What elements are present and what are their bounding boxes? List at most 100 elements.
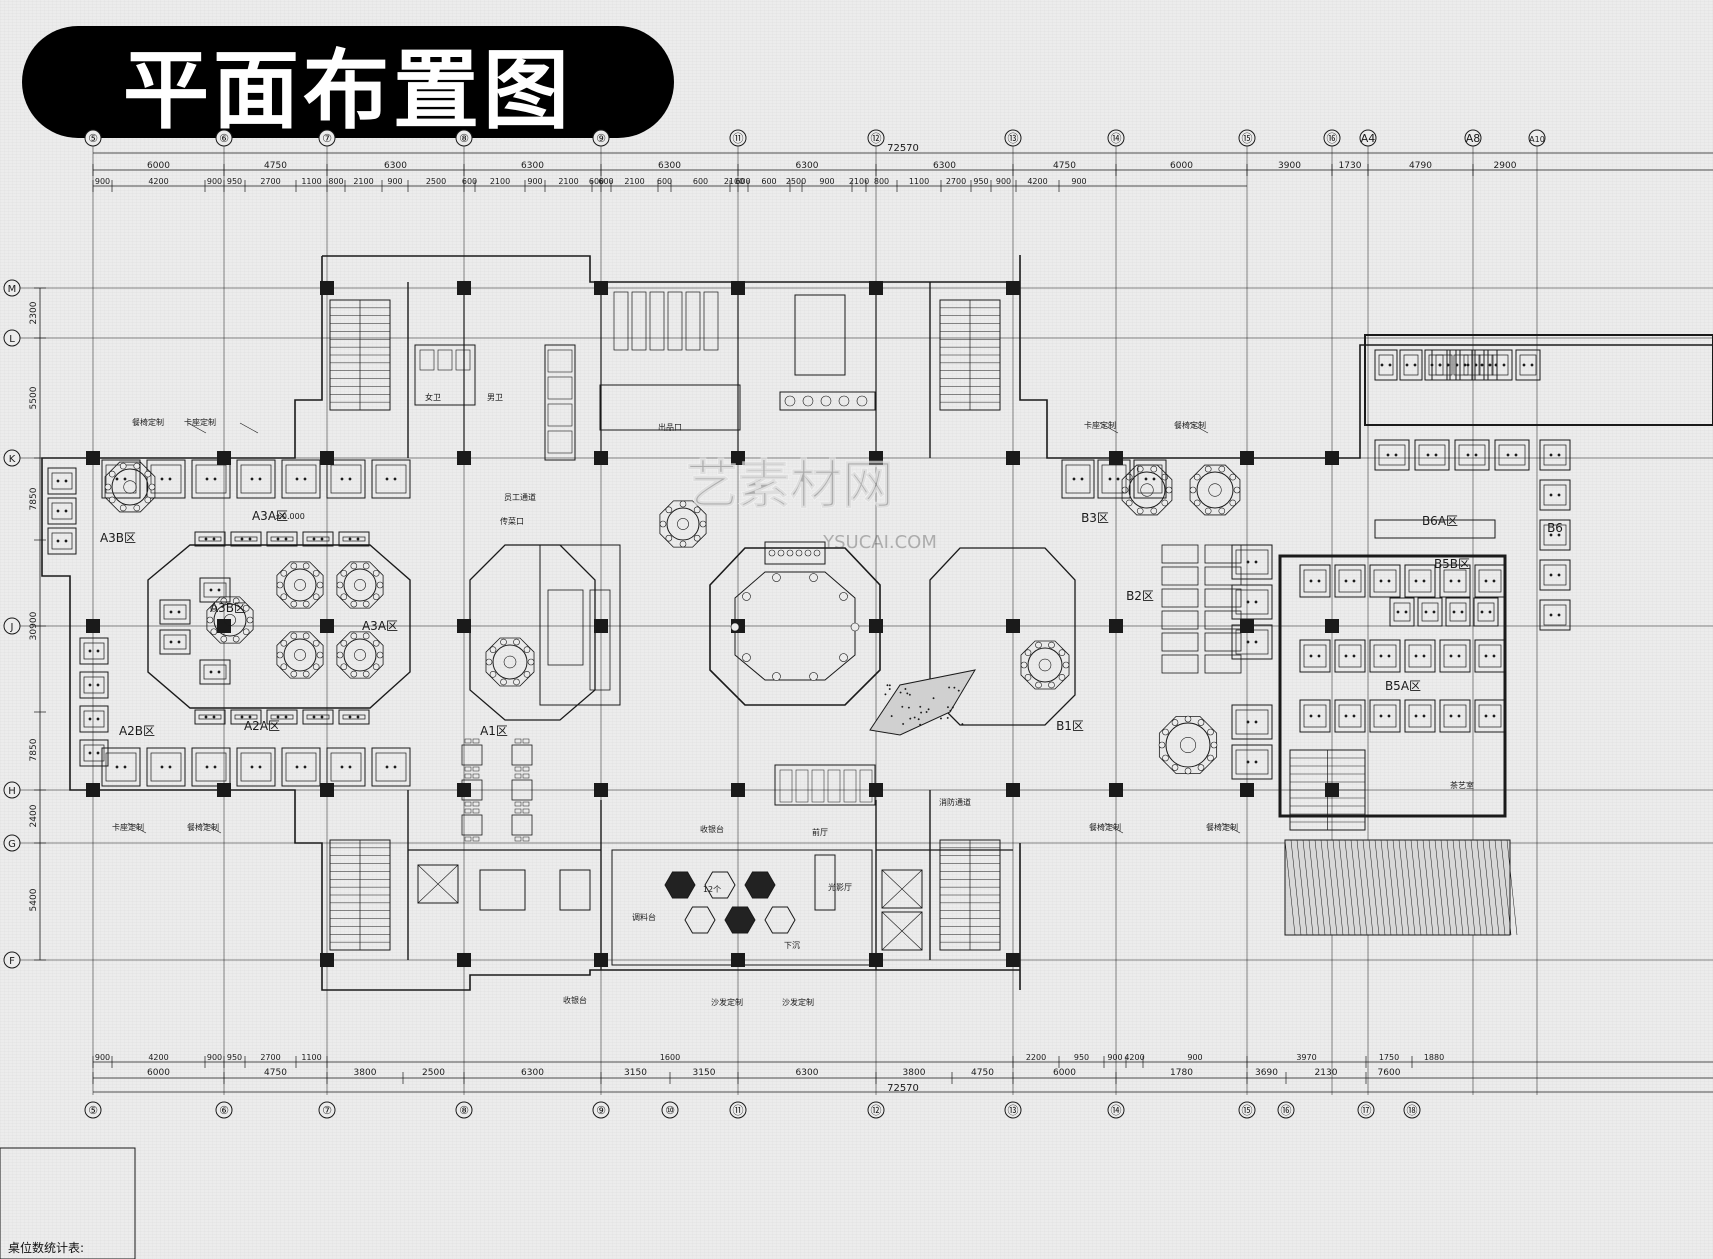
axis-label: A10 xyxy=(1529,135,1545,144)
chair xyxy=(363,563,369,569)
table-dot xyxy=(213,538,215,540)
booth-table xyxy=(151,465,181,493)
table-dot xyxy=(1485,580,1487,582)
booth-table xyxy=(307,715,329,719)
axis-label: ⑫ xyxy=(871,1104,882,1117)
table-dot xyxy=(1310,715,1312,717)
display-counter xyxy=(765,542,825,564)
long-table xyxy=(1162,633,1198,651)
table-dot xyxy=(213,716,215,718)
annotation-text: 下沉 xyxy=(784,941,800,950)
chair xyxy=(149,484,155,490)
dim-text: 7600 xyxy=(1378,1068,1401,1078)
display-item xyxy=(787,550,793,556)
round-table xyxy=(493,645,527,679)
table-dot xyxy=(1493,655,1495,657)
booth-table xyxy=(1374,570,1396,592)
toilet-stall xyxy=(548,404,572,426)
stone-dot xyxy=(887,684,889,686)
table-dot xyxy=(357,716,359,718)
dim-text: 3150 xyxy=(624,1068,647,1078)
table-dot xyxy=(1318,715,1320,717)
square-table xyxy=(512,745,532,765)
axis-label: ⑱ xyxy=(1407,1104,1418,1117)
chair xyxy=(1194,474,1200,480)
zone-label: B3区 xyxy=(1081,511,1109,525)
booth-seat xyxy=(147,460,185,498)
booth-seat xyxy=(1495,440,1529,470)
booth-table xyxy=(1444,570,1466,592)
dim-text: 4750 xyxy=(264,161,287,171)
booth-seat xyxy=(282,748,320,786)
bar-stool xyxy=(840,592,848,600)
chair xyxy=(337,582,343,588)
dim-text: 3150 xyxy=(693,1068,716,1078)
table-dot xyxy=(1423,655,1425,657)
stone-dot xyxy=(902,706,904,708)
table-dot xyxy=(178,611,180,613)
structural-column xyxy=(217,451,231,465)
chair xyxy=(501,639,507,645)
chair xyxy=(221,636,227,642)
stove-burner xyxy=(839,396,849,406)
table-dot xyxy=(170,641,172,643)
seat-stat-label: 桌位数统计表: xyxy=(8,1239,84,1256)
chair xyxy=(501,679,507,685)
table-dot xyxy=(1318,655,1320,657)
dim-text: 3800 xyxy=(903,1068,926,1078)
booth-table xyxy=(84,711,104,727)
bar-stool xyxy=(742,592,750,600)
table-dot xyxy=(386,478,388,480)
table-dot xyxy=(1439,364,1441,366)
hex-table xyxy=(665,872,695,898)
booth-table xyxy=(1236,710,1268,734)
table-dot xyxy=(349,538,351,540)
booth-seat xyxy=(237,748,275,786)
round-table xyxy=(284,569,316,601)
dim-text: 2400 xyxy=(29,804,39,827)
table-dot xyxy=(178,641,180,643)
table-dot xyxy=(341,766,343,768)
overall-dimension: 72570 xyxy=(887,143,919,154)
table-dot xyxy=(285,716,287,718)
chair xyxy=(515,809,521,813)
booth-table xyxy=(1544,565,1566,585)
table-dot xyxy=(116,766,118,768)
chair xyxy=(1172,719,1178,725)
booth-seat xyxy=(1455,440,1489,470)
table-dot xyxy=(1153,478,1155,480)
table-dot xyxy=(1389,364,1391,366)
booth-table xyxy=(164,605,186,619)
booth-table xyxy=(1339,645,1361,667)
table-dot xyxy=(1550,494,1552,496)
chair xyxy=(1198,765,1204,771)
chair xyxy=(303,601,309,607)
axis-label: ⑨ xyxy=(596,1104,606,1117)
table-dot xyxy=(1388,655,1390,657)
stone-dot xyxy=(919,724,921,726)
chair xyxy=(523,739,529,743)
chair xyxy=(1219,466,1225,472)
booth-table xyxy=(1450,603,1466,621)
chair xyxy=(1021,662,1027,668)
chair xyxy=(465,837,471,841)
chair xyxy=(207,617,213,623)
chair xyxy=(211,629,217,635)
table-dot xyxy=(1117,478,1119,480)
dim-text: 6300 xyxy=(933,161,956,171)
axis-label: ⑰ xyxy=(1361,1104,1372,1117)
axis-label: ⑥ xyxy=(219,132,229,145)
table-dot xyxy=(1485,715,1487,717)
annotation-text: 调料台 xyxy=(632,912,656,922)
table-dot xyxy=(65,540,67,542)
lift-room xyxy=(560,870,590,910)
chair xyxy=(1198,719,1204,725)
stone-dot xyxy=(902,723,904,725)
axis-label: K xyxy=(9,454,16,465)
long-table xyxy=(1205,567,1241,585)
table-dot xyxy=(1345,715,1347,717)
table-dot xyxy=(285,538,287,540)
chair xyxy=(486,659,492,665)
structural-column xyxy=(1325,619,1339,633)
stone-dot xyxy=(950,710,952,712)
